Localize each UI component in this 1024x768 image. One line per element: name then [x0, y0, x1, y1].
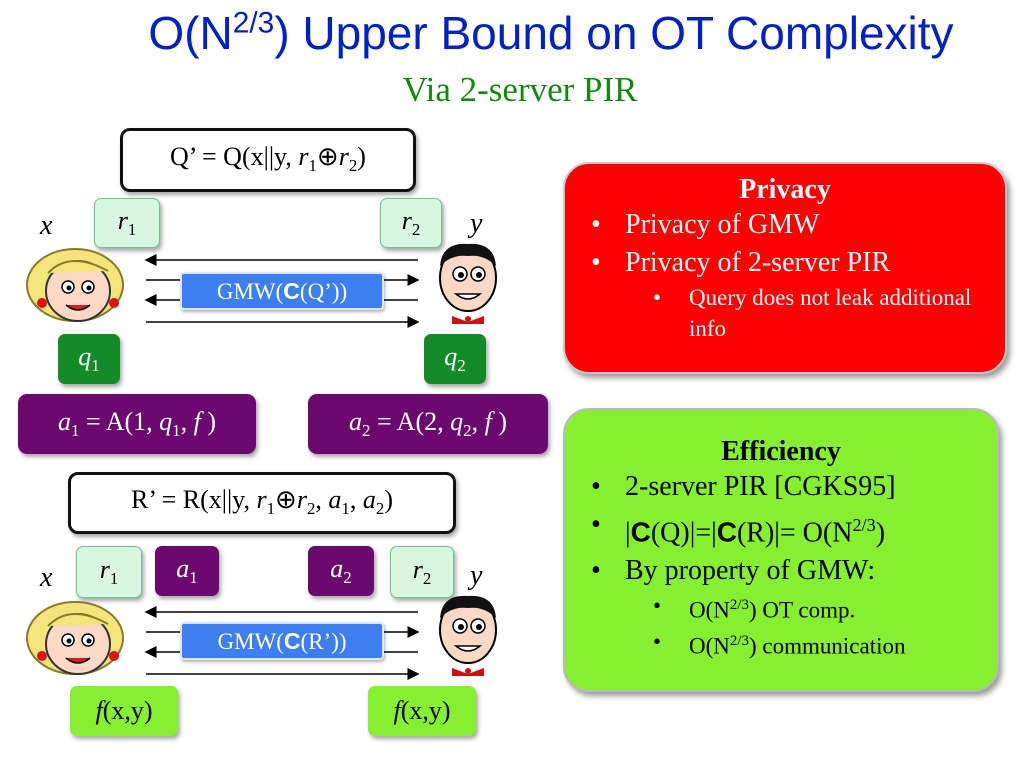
answer-a2-chip: a2 [308, 546, 374, 596]
key-r2-chip: r2 [380, 198, 442, 248]
output-left-chip: f(x,y) [70, 686, 178, 736]
party-x-label: x [40, 210, 53, 241]
result-formula-box: R’ = R(x||y, r1⊕r2, a1, a2) [68, 472, 456, 534]
man-face-icon [439, 595, 497, 676]
slide-title: O(N2/3) Upper Bound on OT Complexity [148, 6, 954, 59]
privacy-item-gmw: Privacy of GMW [583, 206, 987, 244]
efficiency-subitem-ot: O(N2/3) OT comp. [583, 590, 979, 626]
query-q1-chip: q1 [58, 334, 120, 384]
gmw-result-box: GMW(C(R’)) [180, 622, 384, 660]
key-r1-chip-2: r1 [76, 546, 142, 598]
privacy-panel: Privacy Privacy of GMW Privacy of 2-serv… [563, 162, 1007, 374]
privacy-subitem-query: Query does not leak additional info [583, 282, 987, 344]
efficiency-item-pir: 2-server PIR [CGKS95] [583, 468, 979, 506]
answer-a2-box: a2 = A(2, q2, f ) [308, 394, 548, 454]
key-r1-chip: r1 [94, 198, 160, 248]
privacy-item-pir: Privacy of 2-server PIR [583, 244, 987, 282]
efficiency-panel: Efficiency 2-server PIR [CGKS95] |C(Q)|=… [563, 408, 999, 692]
slide-subtitle: Via 2-server PIR [402, 70, 638, 109]
answer-a1-box: a1 = A(1, q1, f ) [18, 394, 256, 454]
man-face-icon [439, 243, 497, 324]
woman-face-icon [26, 248, 124, 322]
efficiency-item-gmw: By property of GMW: [583, 552, 979, 590]
privacy-heading: Privacy [739, 174, 831, 205]
output-right-chip: f(x,y) [368, 686, 476, 736]
party-y-label-2: y [470, 560, 483, 591]
answer-a1-chip: a1 [155, 546, 219, 596]
woman-face-icon [26, 601, 124, 675]
efficiency-heading: Efficiency [721, 436, 841, 467]
query-formula-box: Q’ = Q(x||y, r1⊕r2) [120, 128, 416, 192]
efficiency-item-size: |C(Q)|=|C(R)|= O(N2/3) [583, 506, 979, 552]
gmw-query-box: GMW(C(Q’)) [180, 272, 384, 310]
party-y-label: y [470, 208, 483, 239]
key-r2-chip-2: r2 [390, 546, 454, 598]
efficiency-subitem-comm: O(N2/3) communication [583, 626, 979, 662]
query-q2-chip: q2 [424, 334, 486, 384]
party-x-label-2: x [40, 562, 53, 593]
